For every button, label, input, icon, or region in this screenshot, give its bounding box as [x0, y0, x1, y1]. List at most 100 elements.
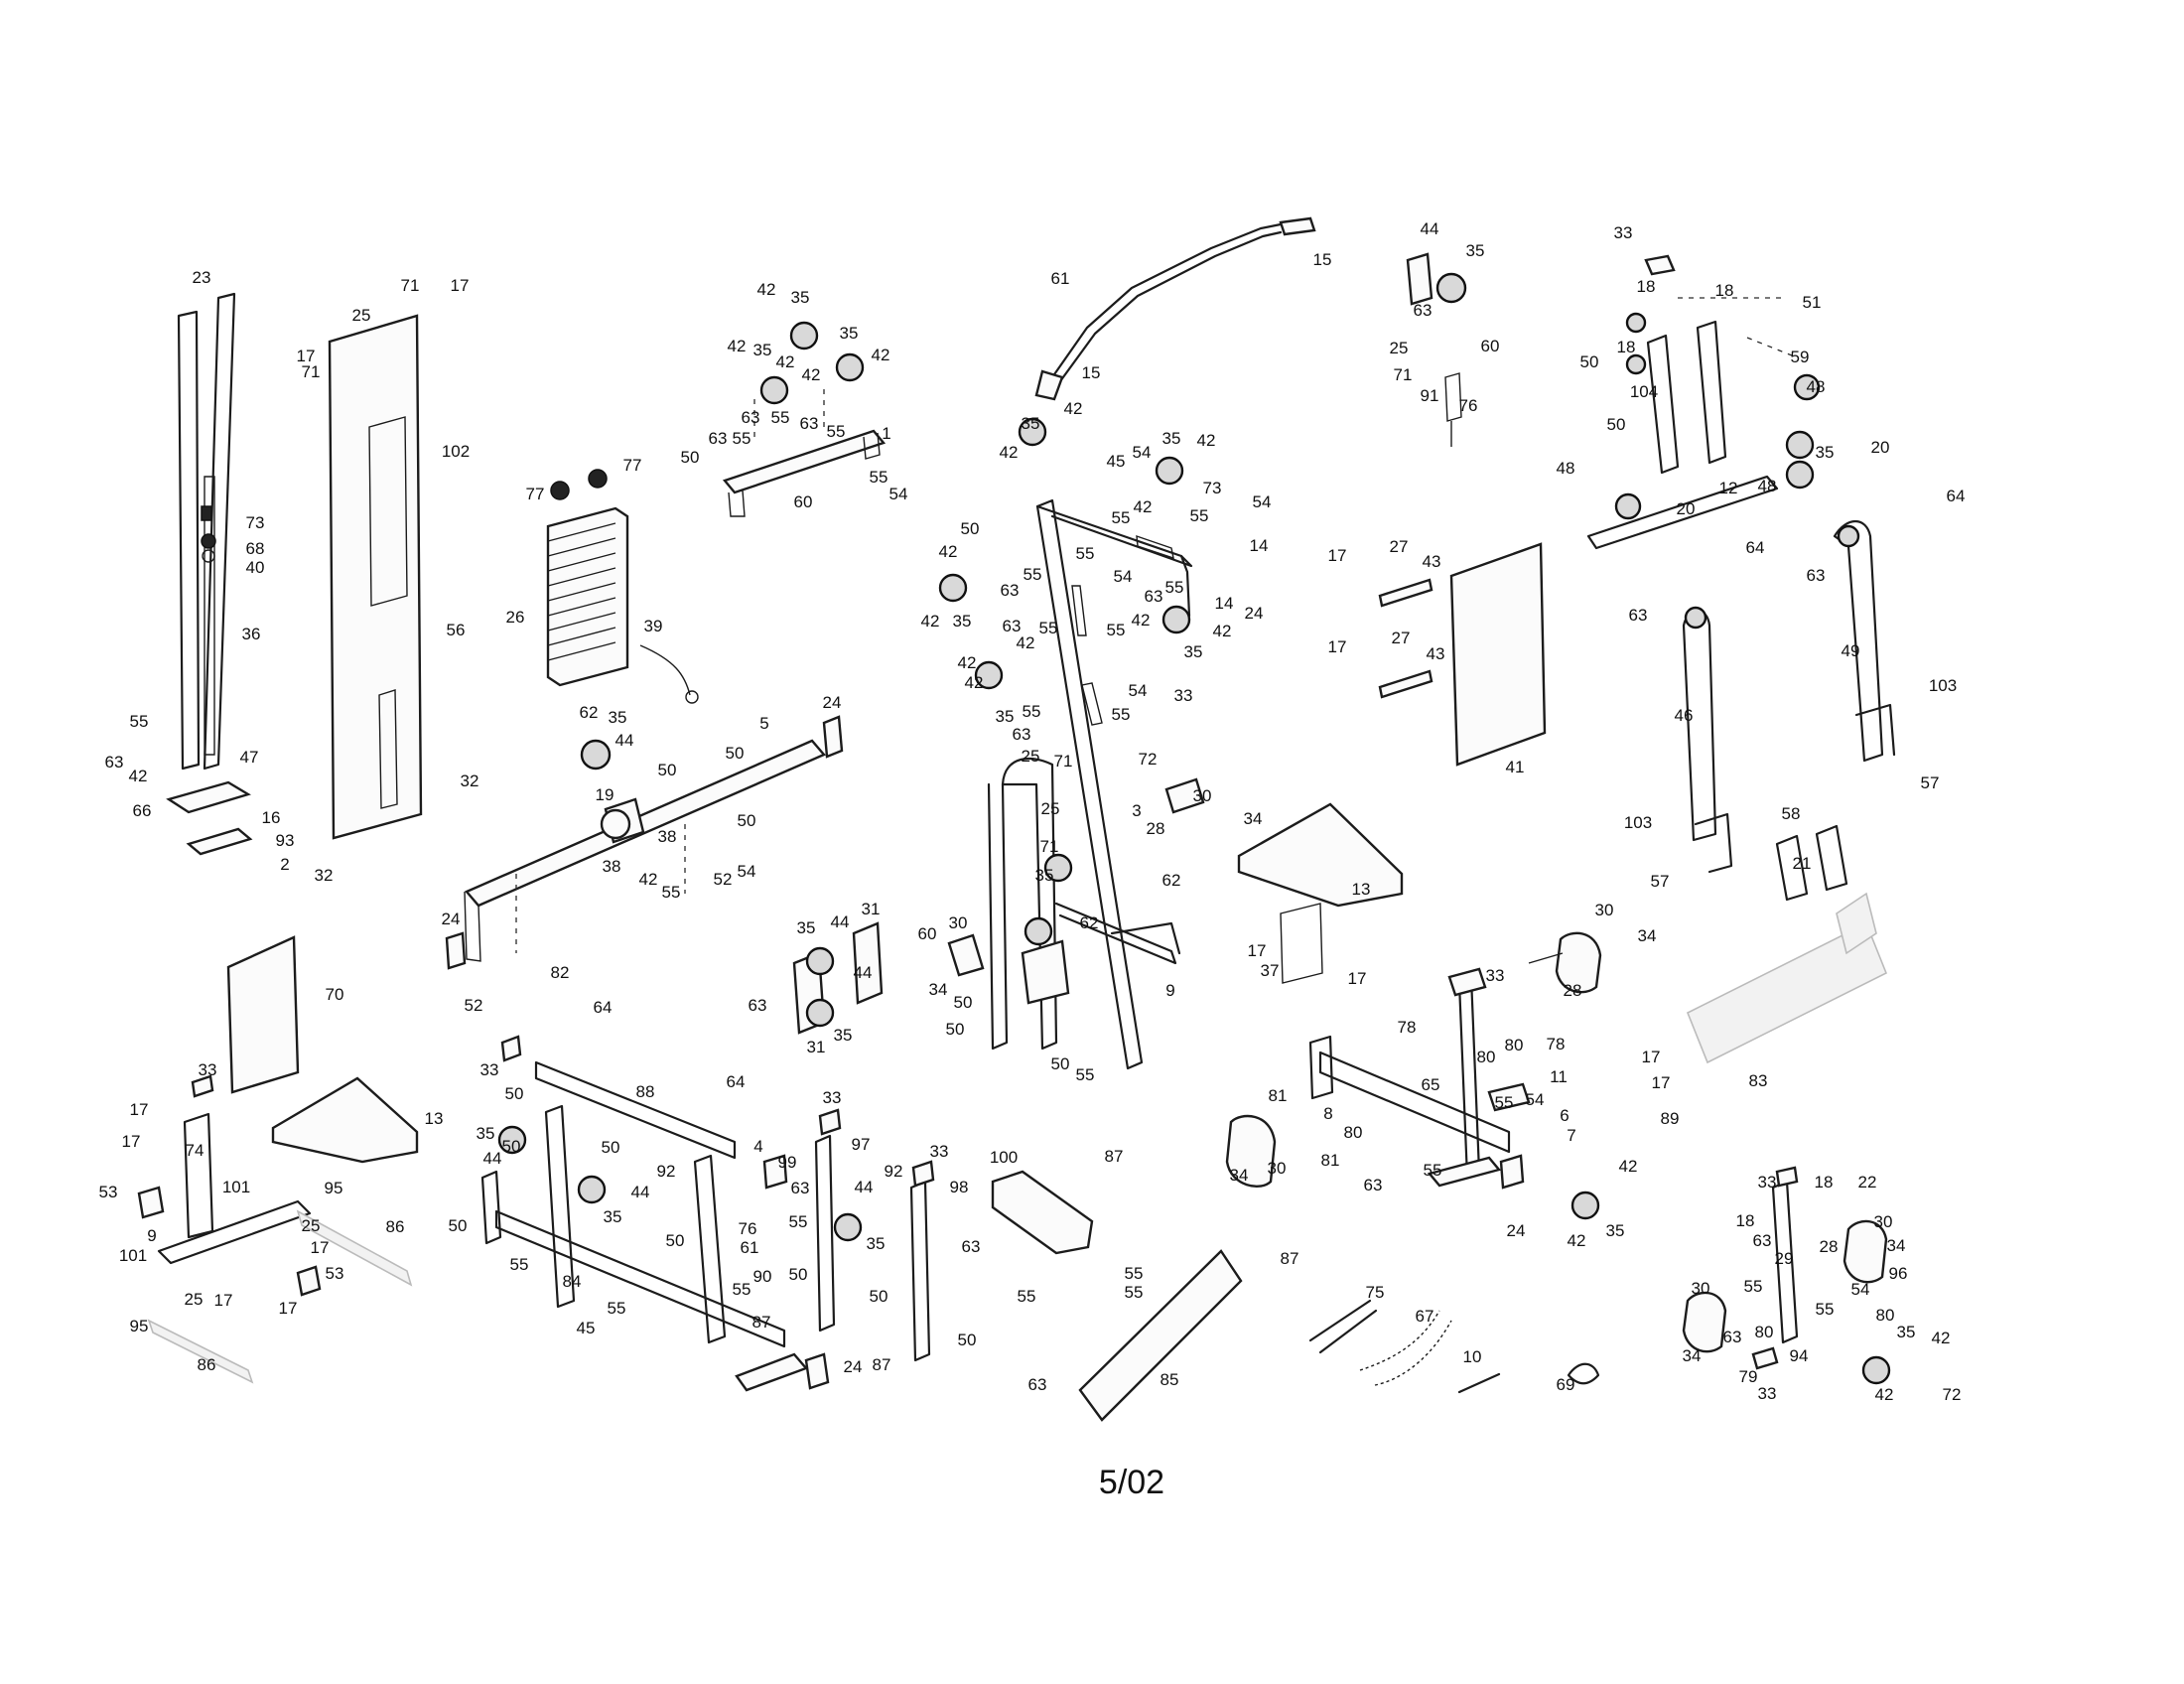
part-callout: 92 — [885, 1162, 903, 1181]
part-callout: 42 — [1000, 443, 1019, 462]
part-callout: 38 — [658, 827, 677, 846]
part-callout: 31 — [807, 1038, 826, 1056]
part-callout: 4 — [753, 1137, 762, 1156]
part-callout: 63 — [1145, 587, 1163, 606]
part-callout: 28 — [1820, 1237, 1839, 1256]
part-callout: 35 — [840, 324, 859, 343]
part-callout: 63 — [800, 414, 819, 433]
part-callout: 89 — [1661, 1109, 1680, 1128]
part-callout: 73 — [1203, 479, 1222, 497]
part-callout: 82 — [551, 963, 570, 982]
part-callout: 55 — [1107, 621, 1126, 639]
part-callout: 33 — [930, 1142, 949, 1161]
part-callout: 85 — [1160, 1370, 1179, 1389]
part-callout: 80 — [1344, 1123, 1363, 1142]
part-callout: 55 — [1039, 619, 1058, 637]
part-callout: 6 — [1560, 1106, 1569, 1125]
part-callout: 55 — [1024, 565, 1042, 584]
part-callout: 42 — [776, 352, 795, 371]
part-callout: 3 — [1132, 801, 1141, 820]
part-callout: 87 — [752, 1313, 771, 1332]
part-callout: 18 — [1617, 338, 1636, 356]
part-callout: 87 — [1105, 1147, 1124, 1166]
part-callout: 17 — [279, 1299, 298, 1318]
part-callout: 48 — [1807, 377, 1826, 396]
part-callout: 24 — [844, 1357, 863, 1376]
part-callout: 17 — [130, 1100, 149, 1119]
part-callout: 84 — [563, 1272, 582, 1291]
part-callout: 26 — [506, 608, 525, 627]
part-callout: 9 — [147, 1226, 156, 1245]
part-callout: 25 — [1041, 799, 1060, 818]
main-frame-3 — [938, 417, 1205, 1070]
part-callout: 63 — [1003, 617, 1022, 635]
incline-bench-21 — [1686, 892, 1888, 1064]
part-callout: 101 — [222, 1178, 250, 1196]
part-callout: 55 — [1023, 702, 1041, 721]
guide-rods-23 — [177, 292, 236, 771]
part-callout: 62 — [1080, 913, 1099, 932]
part-callout: 54 — [1253, 492, 1272, 511]
part-callout: 63 — [105, 753, 124, 772]
press-arm-49 — [1833, 519, 1896, 763]
part-callout: 79 — [1739, 1367, 1758, 1386]
back-pad-70 — [226, 935, 300, 1094]
part-callout: 32 — [315, 866, 334, 885]
connector-58 — [1775, 824, 1848, 902]
part-callout: 35 — [1816, 443, 1835, 462]
part-callout: 28 — [1564, 981, 1582, 1000]
part-callout: 35 — [477, 1124, 495, 1143]
part-callout: 42 — [965, 673, 984, 692]
part-callout: 17 — [451, 276, 470, 295]
part-callout: 35 — [797, 918, 816, 937]
part-callout: 55 — [1076, 544, 1095, 563]
part-callout: 43 — [1423, 552, 1441, 571]
part-callout: 50 — [958, 1331, 977, 1349]
part-callout: 44 — [631, 1183, 650, 1201]
part-callout: 73 — [246, 513, 265, 532]
upright-frame-12 — [1586, 254, 1821, 550]
part-callout: 16 — [262, 808, 281, 827]
part-callout: 33 — [480, 1060, 499, 1079]
part-callout: 17 — [1348, 969, 1367, 988]
part-callout: 55 — [608, 1299, 626, 1318]
seat-13-left — [271, 1076, 419, 1164]
part-callout: 8 — [1323, 1104, 1332, 1123]
part-callout: 62 — [1162, 871, 1181, 890]
part-callout: 30 — [1595, 901, 1614, 919]
part-callout: 99 — [778, 1153, 797, 1172]
part-callout: 44 — [615, 731, 634, 750]
part-callout: 22 — [1858, 1173, 1877, 1192]
part-callout: 17 — [1328, 546, 1347, 565]
part-callout: 25 — [1390, 339, 1409, 357]
part-callout: 14 — [1250, 536, 1269, 555]
part-callout: 92 — [657, 1162, 676, 1181]
part-callout: 33 — [823, 1088, 842, 1107]
part-callout: 54 — [738, 862, 756, 881]
part-callout: 80 — [1477, 1048, 1496, 1066]
part-callout: 33 — [1758, 1384, 1777, 1403]
part-callout: 55 — [1112, 508, 1131, 527]
part-callout: 17 — [1642, 1048, 1661, 1066]
part-callout: 44 — [483, 1149, 502, 1168]
part-callout: 88 — [636, 1082, 655, 1101]
pulley-plates-31 — [792, 921, 884, 1035]
part-callout: 54 — [1526, 1090, 1545, 1109]
part-callout: 31 — [862, 900, 881, 918]
part-callout: 36 — [242, 625, 261, 643]
part-callout: 50 — [1051, 1054, 1070, 1073]
part-callout: 59 — [1791, 348, 1810, 366]
part-callout: 52 — [465, 996, 483, 1015]
part-callout: 63 — [742, 408, 760, 427]
part-callout: 55 — [771, 408, 790, 427]
part-callout: 60 — [918, 924, 937, 943]
part-callout: 42 — [939, 542, 958, 561]
part-callout: 55 — [510, 1255, 529, 1274]
part-callout: 42 — [757, 280, 776, 299]
part-callout: 17 — [1248, 941, 1267, 960]
part-callout: 42 — [921, 612, 940, 631]
part-callout: 50 — [946, 1020, 965, 1039]
part-callout: 63 — [1364, 1176, 1383, 1194]
seat-frame-74 — [137, 1074, 413, 1384]
